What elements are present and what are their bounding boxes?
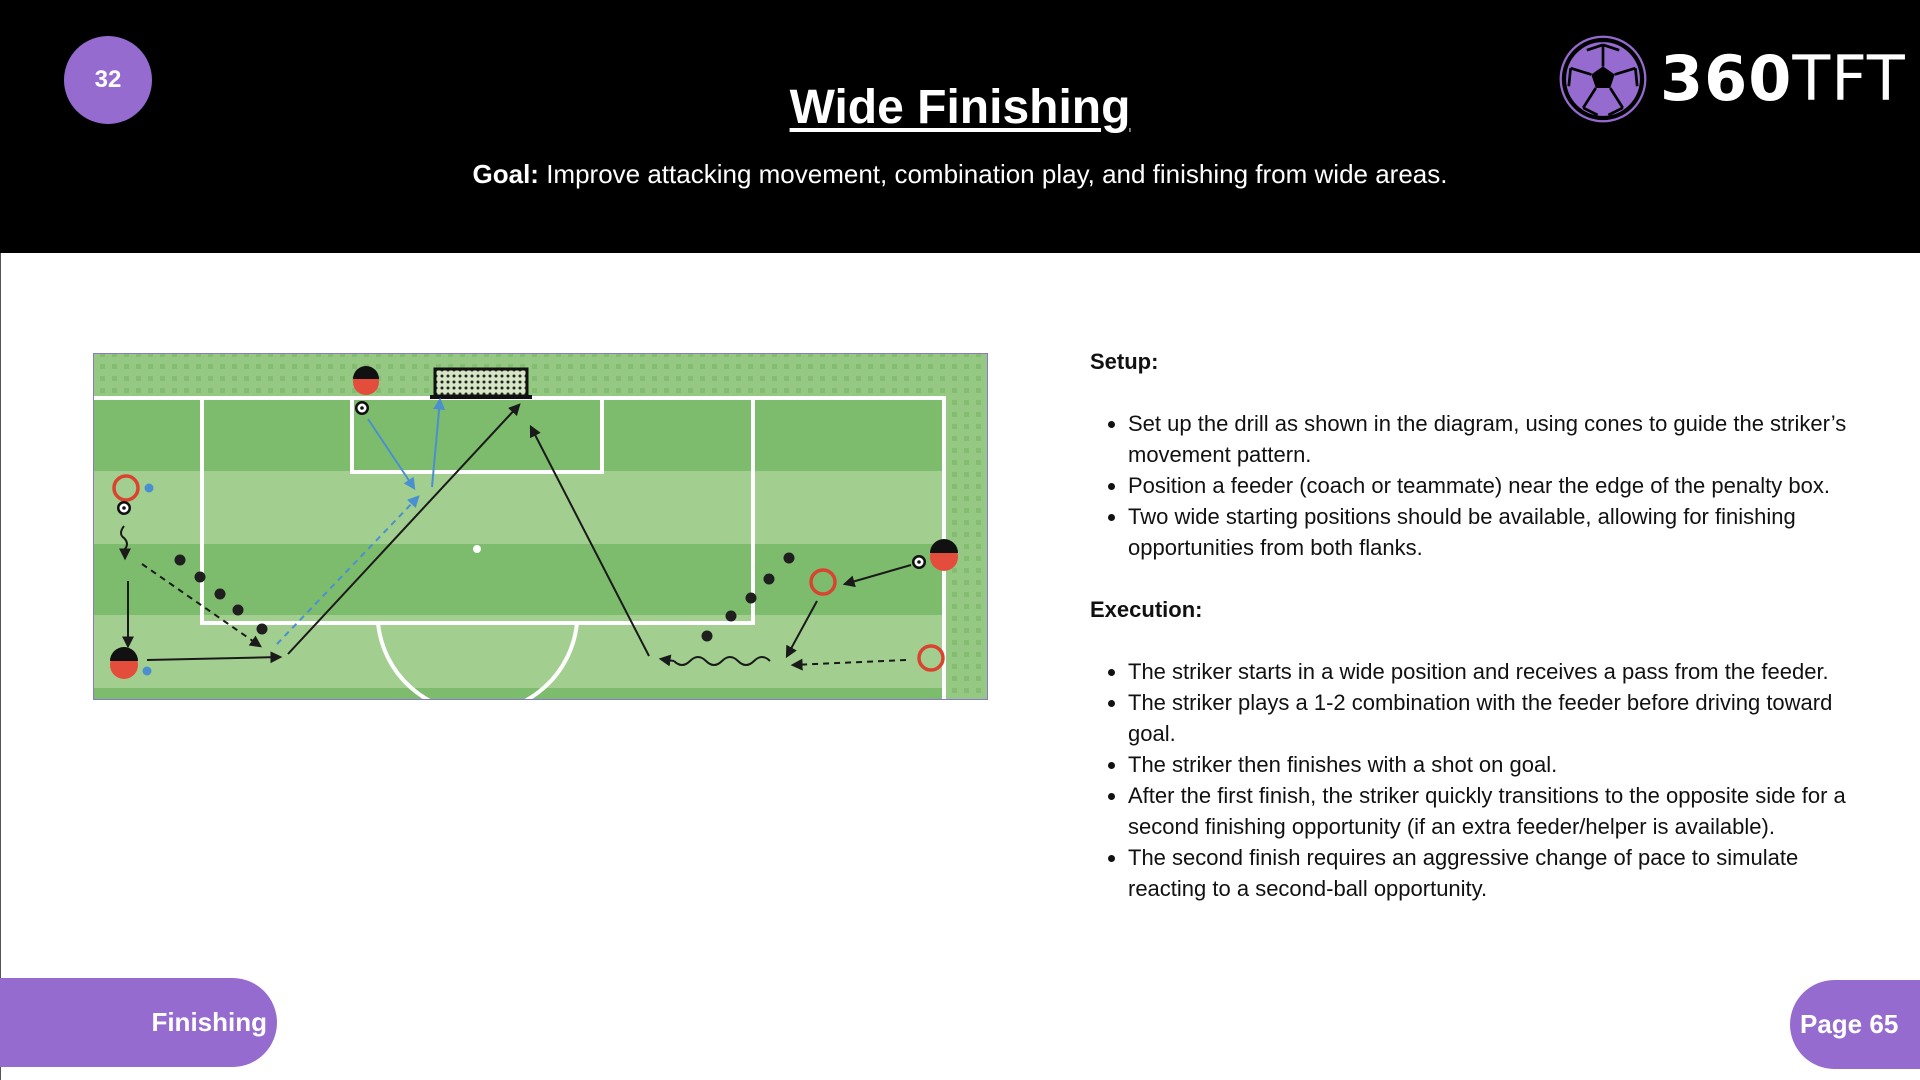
goal-icon	[430, 367, 532, 399]
player-feeder-right	[930, 539, 958, 571]
dribble-path	[120, 525, 128, 551]
page-number: Page 65	[1800, 1009, 1899, 1039]
cone-marker	[701, 630, 713, 642]
pitch-stripe-light	[94, 471, 944, 544]
soccer-ball-icon	[912, 555, 926, 569]
cone-marker	[725, 610, 737, 622]
page-number-tab: Page 65	[1790, 980, 1920, 1069]
second-shot-arrow	[529, 424, 650, 657]
pitch-stripe-dark	[94, 544, 944, 615]
brand-name-light: TFT	[1792, 42, 1906, 115]
penalty-box	[200, 398, 755, 625]
penalty-spot	[473, 545, 481, 553]
setup-item: Position a feeder (coach or teammate) ne…	[1128, 470, 1870, 501]
goal-text: Improve attacking movement, combination …	[538, 159, 1448, 189]
goal-label: Goal:	[472, 159, 539, 189]
pitch-stripe-light	[94, 615, 944, 688]
execution-item: The striker starts in a wide position an…	[1128, 656, 1870, 687]
category-label: Finishing	[151, 1007, 267, 1037]
drill-diagram-svg	[94, 354, 987, 699]
dribble-path-right	[673, 656, 771, 666]
instructions-panel: Setup: Set up the drill as shown in the …	[1090, 346, 1870, 935]
cone-marker	[194, 571, 206, 583]
pitch-stripe-dark	[94, 688, 944, 699]
drill-diagram	[93, 353, 988, 700]
execution-list: The striker starts in a wide position an…	[1090, 656, 1870, 904]
start-cone-ring	[809, 568, 837, 596]
cone-marker	[256, 623, 268, 635]
setup-item: Set up the drill as shown in the diagram…	[1128, 408, 1870, 470]
cone-marker	[763, 573, 775, 585]
run-arrow-dashed	[141, 563, 262, 648]
run-arrow-right	[785, 600, 818, 659]
pitch-stripes	[94, 398, 944, 699]
cone-marker	[745, 592, 757, 604]
cone-marker	[174, 554, 186, 566]
content-left-border	[0, 253, 1, 1080]
start-cone-ring	[917, 644, 945, 672]
setup-item: Two wide starting positions should be av…	[1128, 501, 1870, 563]
pass-arrow-right	[842, 564, 912, 588]
soccer-ball-icon	[1559, 35, 1647, 123]
return-pass-arrow	[367, 418, 416, 490]
execution-heading: Execution:	[1090, 597, 1203, 622]
cones	[174, 552, 795, 642]
cone-marker	[214, 588, 226, 600]
penalty-arc	[376, 622, 579, 699]
shot-arrow	[431, 397, 446, 488]
drill-number-badge: 32	[64, 36, 152, 124]
brand-name: 360TFT	[1660, 44, 1906, 114]
brand-name-bold: 360	[1660, 42, 1793, 115]
execution-item: The striker plays a 1-2 combination with…	[1128, 687, 1870, 749]
run-arrow-dashed-right	[790, 658, 907, 671]
movement-arrows	[119, 397, 912, 671]
blue-marker	[144, 483, 154, 493]
soccer-ball-icon	[117, 501, 131, 515]
pass-arrow-dashed	[276, 495, 420, 645]
pass-arrow	[146, 651, 283, 664]
start-markers	[112, 474, 945, 672]
player-striker-left	[110, 647, 138, 679]
brand-logo: 360TFT	[1558, 34, 1906, 124]
blue-marker	[142, 666, 152, 676]
execution-item: After the first finish, the striker quic…	[1128, 780, 1870, 842]
player-feeder-top	[353, 366, 379, 395]
execution-item: The striker then finishes with a shot on…	[1128, 749, 1870, 780]
goal-statement: Goal: Improve attacking movement, combin…	[0, 158, 1920, 190]
category-tab: Finishing	[0, 978, 277, 1067]
pitch-stripe-dark	[94, 398, 944, 471]
start-cone-ring	[112, 474, 140, 502]
setup-list: Set up the drill as shown in the diagram…	[1090, 408, 1870, 563]
execution-item: The second finish requires an aggressive…	[1128, 842, 1870, 904]
cone-marker	[783, 552, 795, 564]
dribble-arrow-right	[658, 654, 675, 667]
cone-marker	[232, 604, 244, 616]
setup-heading: Setup:	[1090, 349, 1159, 374]
soccer-ball-icon	[355, 401, 369, 415]
striker-run-arrow	[287, 403, 521, 655]
page-title: Wide Finishing	[789, 81, 1131, 134]
goal-box	[350, 398, 604, 474]
drill-number: 32	[94, 66, 122, 93]
